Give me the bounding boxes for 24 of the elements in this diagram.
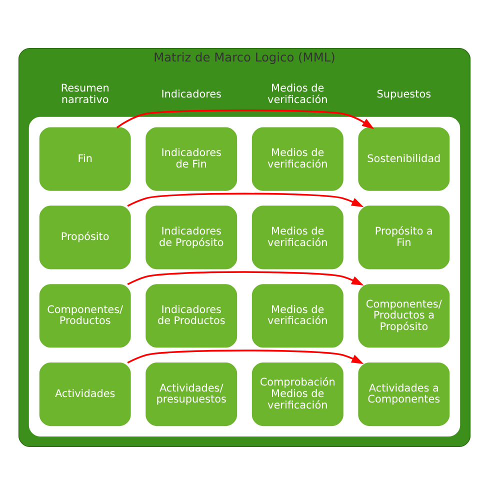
node-box: Fin — [39, 126, 131, 190]
label: Indicadores — [161, 88, 222, 100]
node-box: Componentes/ Productos — [39, 284, 131, 348]
arrow — [116, 109, 374, 129]
node-box: Medios de verificación — [252, 126, 344, 190]
node-box: Componentes/ Productos a Propósito — [358, 284, 450, 348]
node-box: Sostenibilidad — [358, 126, 450, 190]
node-box: Comprobación Medios de verificación — [252, 362, 344, 426]
node-box: Propósito — [39, 205, 131, 269]
arrow — [127, 192, 364, 207]
node-box: Actividades/ presupuestos — [146, 362, 238, 426]
label: Medios de verificación — [268, 82, 328, 106]
node-box: Actividades — [39, 362, 131, 426]
arrow — [127, 349, 364, 364]
label: Resumen narrativo — [60, 82, 110, 106]
node-box: Medios de verificación — [252, 205, 344, 269]
node-box: Indicadores de Propósito — [146, 205, 238, 269]
node-box: Indicadores de Productos — [146, 284, 238, 348]
node-box: Indicadores de Fin — [146, 126, 238, 190]
node-box: Propósito a Fin — [358, 205, 450, 269]
node-box: Actividades a Componentes — [358, 362, 450, 426]
node-box: Medios de verificación — [252, 284, 344, 348]
arrow — [127, 270, 364, 286]
label: Supuestos — [376, 88, 432, 100]
